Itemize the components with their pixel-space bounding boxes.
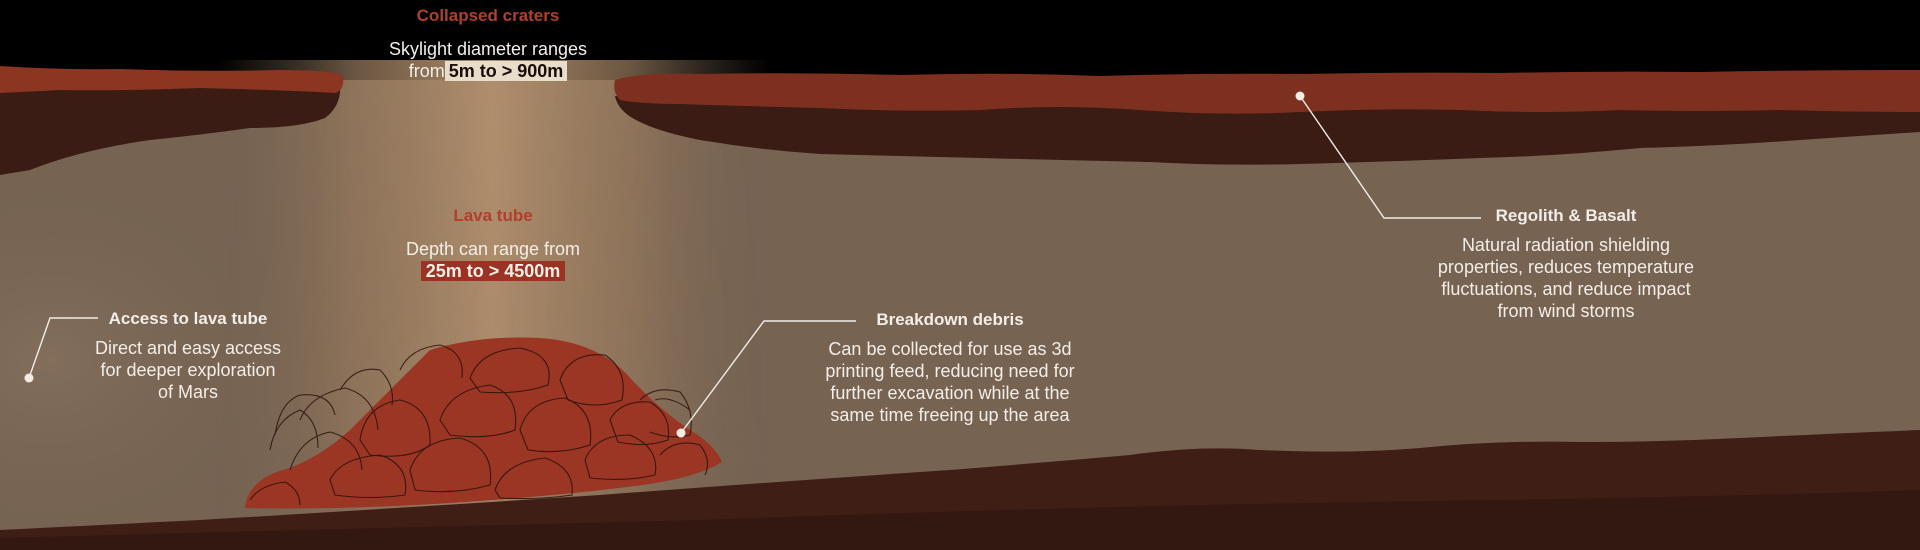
access-line: of Mars xyxy=(157,382,218,402)
regolith-line: properties, reduces temperature xyxy=(1437,257,1695,277)
left-crust xyxy=(0,66,344,93)
collapsed-craters-label: Collapsed craters Skylight diameter rang… xyxy=(333,6,643,82)
regolith-line: Natural radiation shielding xyxy=(1461,235,1671,255)
debris-mass xyxy=(245,337,722,509)
access-marker xyxy=(24,373,34,383)
access-title: Access to lava tube xyxy=(108,309,268,328)
debris-line: same time freeing up the area xyxy=(830,405,1070,425)
collapsed-craters-title: Collapsed craters xyxy=(416,6,560,25)
breakdown-debris-title: Breakdown debris xyxy=(876,310,1024,329)
access-leader xyxy=(28,317,98,379)
lava-tube-title: Lava tube xyxy=(453,206,533,225)
regolith-line: from wind storms xyxy=(1497,301,1635,321)
debris-marker xyxy=(676,428,686,438)
access-label: Access to lava tube Direct and easy acce… xyxy=(58,309,318,403)
leader-markers xyxy=(24,91,1305,438)
breakdown-debris-label: Breakdown debris Can be collected for us… xyxy=(800,310,1100,426)
lava-tube-label: Lava tube Depth can range from 25m to > … xyxy=(343,206,643,282)
skylight-range-prefix: from xyxy=(408,61,445,81)
debris-leader xyxy=(680,320,856,434)
regolith-label: Regolith & Basalt Natural radiation shie… xyxy=(1416,206,1716,322)
regolith-marker xyxy=(1295,91,1305,101)
access-line: Direct and easy access xyxy=(94,338,282,358)
access-line: for deeper exploration xyxy=(100,360,276,380)
debris-line: printing feed, reducing need for xyxy=(825,361,1075,381)
depth-line: Depth can range from xyxy=(405,239,581,259)
regolith-line: fluctuations, and reduce impact xyxy=(1441,279,1691,299)
skylight-range-highlight: 5m to > 900m xyxy=(444,61,568,81)
regolith-title: Regolith & Basalt xyxy=(1495,206,1637,225)
debris-line: Can be collected for use as 3d xyxy=(828,339,1072,359)
regolith-leader xyxy=(1299,95,1481,219)
right-crust xyxy=(614,70,1920,114)
leader-lines xyxy=(28,95,1481,434)
left-ceiling-rock xyxy=(0,84,341,175)
floor-shadow xyxy=(0,490,1920,550)
debris-line: further excavation while at the xyxy=(830,383,1070,403)
skylight-diameter-line: Skylight diameter ranges xyxy=(388,39,588,59)
right-ceiling-rock xyxy=(615,96,1920,165)
depth-range: 25m to > 4500m xyxy=(343,260,643,282)
depth-range-highlight: 25m to > 4500m xyxy=(420,261,566,281)
debris-pile xyxy=(245,337,722,509)
